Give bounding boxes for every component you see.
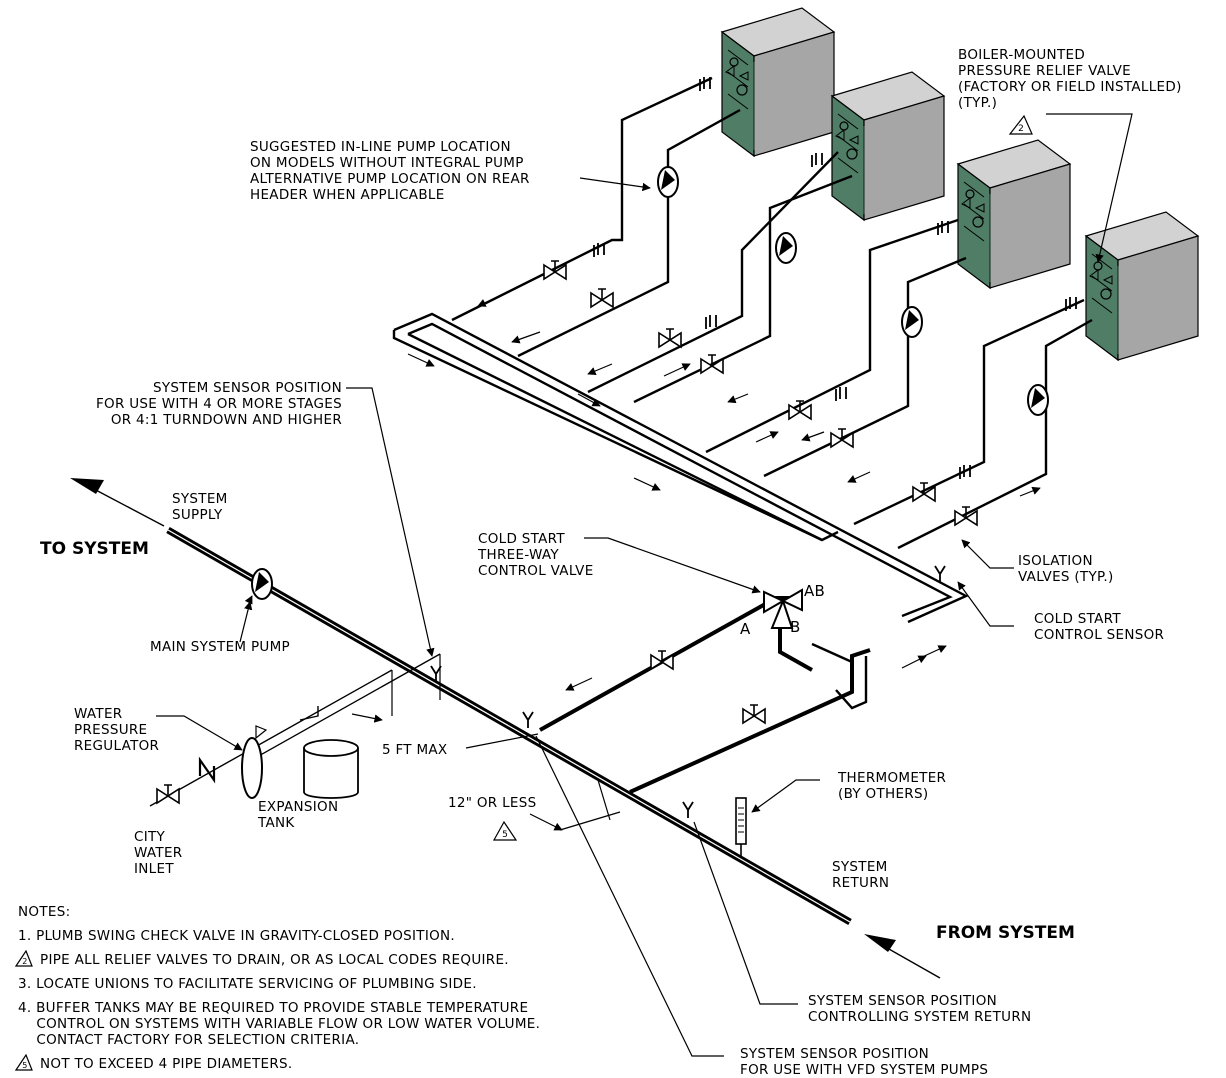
boiler-4 xyxy=(1085,211,1199,361)
union-2b xyxy=(811,152,823,168)
pump-location-label: SUGGESTED IN-LINE PUMP LOCATION ON MODEL… xyxy=(250,139,530,203)
leader-lines xyxy=(156,113,1133,1057)
pump-1 xyxy=(657,166,679,198)
boiler-3 xyxy=(957,139,1071,289)
note-1: 1. PLUMB SWING CHECK VALVE IN GRAVITY-CL… xyxy=(18,928,456,944)
main-system-pump xyxy=(251,568,273,600)
city-water-label: CITY WATER INLET xyxy=(134,829,183,877)
secondary-valve-return xyxy=(742,704,766,724)
cold-start-sensor-label: COLD START CONTROL SENSOR xyxy=(1034,611,1165,643)
revision-marker-5: 5 xyxy=(492,820,518,841)
isolation-valve-2b xyxy=(700,354,724,374)
makeup-line xyxy=(149,653,441,807)
pump-3 xyxy=(901,306,923,338)
port-b-label: B xyxy=(790,618,801,636)
isolation-valve-2a xyxy=(658,328,682,348)
system-return-label: SYSTEM RETURN xyxy=(832,859,890,891)
five-ft-label: 5 FT MAX xyxy=(382,742,448,758)
pump-4 xyxy=(1027,384,1049,416)
notes-block: NOTES: 1. PLUMB SWING CHECK VALVE IN GRA… xyxy=(14,904,541,1072)
note-5-marker: 5 xyxy=(14,1054,40,1072)
svg-text:2: 2 xyxy=(1018,124,1024,134)
isolation-valves-label: ISOLATION VALVES (TYP.) xyxy=(1018,553,1114,585)
thermometer-label: THERMOMETER (BY OTHERS) xyxy=(838,770,947,802)
boiler-2 xyxy=(831,71,945,221)
water-pressure-regulator xyxy=(241,725,268,799)
pump-2 xyxy=(775,232,797,264)
svg-text:5: 5 xyxy=(22,1061,27,1070)
isolation-valve-3b xyxy=(830,428,854,448)
flow-arrows xyxy=(407,295,1041,691)
main-system-pipe xyxy=(166,526,852,926)
sensor-stages-label: SYSTEM SENSOR POSITION FOR USE WITH 4 OR… xyxy=(95,380,342,428)
note-4: 4. BUFFER TANKS MAY BE REQUIRED TO PROVI… xyxy=(18,1000,541,1048)
system-sensor-return xyxy=(682,801,694,819)
main-pump-label: MAIN SYSTEM PUMP xyxy=(150,639,290,655)
from-system-arrow xyxy=(864,934,941,979)
secondary-valve-supply xyxy=(650,650,674,670)
svg-text:2: 2 xyxy=(22,957,27,966)
from-system-label: FROM SYSTEM xyxy=(936,923,1075,943)
thermometer xyxy=(735,797,747,856)
svg-text:5: 5 xyxy=(502,830,508,840)
to-system-arrow xyxy=(70,478,165,527)
dimension-lines xyxy=(351,654,621,831)
cold-start-three-way-valve xyxy=(763,588,803,629)
to-system-label: TO SYSTEM xyxy=(40,539,149,559)
revision-marker-2: 2 xyxy=(1008,114,1033,135)
note-2-marker: 2 xyxy=(14,950,40,968)
union-2 xyxy=(705,314,717,330)
system-supply-label: SYSTEM SUPPLY xyxy=(172,491,228,523)
secondary-loop xyxy=(539,596,871,794)
notes-heading: NOTES: xyxy=(18,904,71,920)
primary-header xyxy=(392,312,969,710)
twelve-in-label: 12" OR LESS xyxy=(448,795,537,811)
note-2: PIPE ALL RELIEF VALVES TO DRAIN, OR AS L… xyxy=(40,952,509,968)
sensor-vfd-label: SYSTEM SENSOR POSITION FOR USE WITH VFD … xyxy=(740,1046,989,1078)
port-a-label: A xyxy=(740,620,751,638)
union-3 xyxy=(835,386,847,402)
cold-start-valve-label: COLD START THREE-WAY CONTROL VALVE xyxy=(478,531,594,579)
note-5: NOT TO EXCEED 4 PIPE DIAMETERS. xyxy=(40,1056,293,1072)
city-water-valve xyxy=(156,784,180,804)
check-valve xyxy=(198,756,216,784)
expansion-tank xyxy=(303,739,359,799)
isolation-valve-1b xyxy=(590,288,614,308)
relief-valve-label: BOILER-MOUNTED PRESSURE RELIEF VALVE (FA… xyxy=(958,47,1182,111)
port-ab-label: AB xyxy=(804,582,826,600)
regulator-label: WATER PRESSURE REGULATOR xyxy=(74,706,160,754)
isolation-valve-3a xyxy=(788,400,812,420)
boiler-1 xyxy=(721,7,835,157)
expansion-tank-label: EXPANSION TANK xyxy=(258,799,339,831)
system-sensor-vfd xyxy=(522,711,534,729)
note-3: 3. LOCATE UNIONS TO FACILITATE SERVICING… xyxy=(18,976,477,992)
sensor-return-label: SYSTEM SENSOR POSITION CONTROLLING SYSTE… xyxy=(808,993,1032,1025)
